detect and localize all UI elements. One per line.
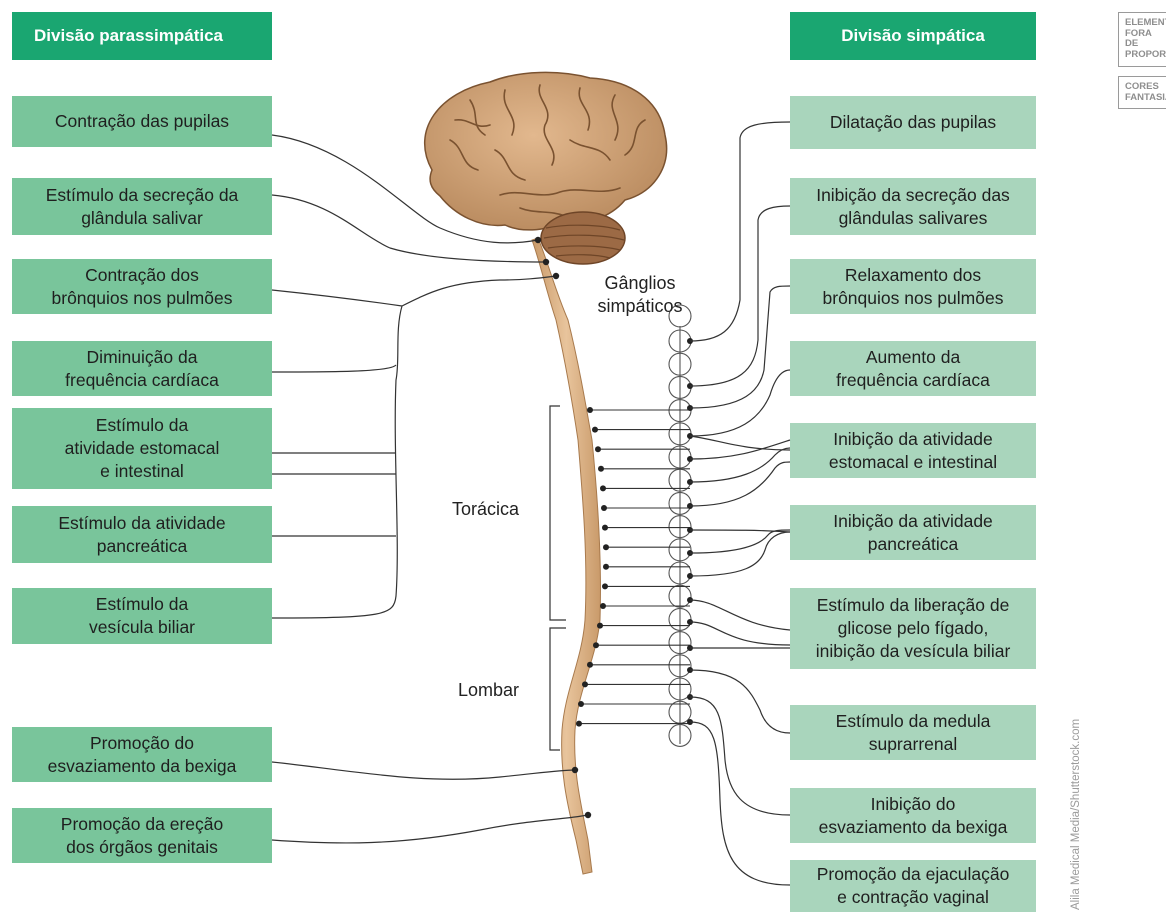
nerve-dot	[601, 505, 607, 511]
thoracic-label: Torácica	[452, 498, 519, 521]
nerve-dot	[603, 564, 609, 570]
ganglia-label-text: Gânglios simpáticos	[590, 272, 690, 317]
nerve-dot	[582, 681, 588, 687]
nerve-dot	[576, 721, 582, 727]
spinal-cord	[532, 238, 601, 874]
nerve-dot	[587, 407, 593, 413]
nerve-dot	[593, 642, 599, 648]
nerve-dot	[600, 603, 606, 609]
nerve-dot	[597, 623, 603, 629]
nerve-dot	[598, 466, 604, 472]
lumbar-label: Lombar	[458, 679, 519, 702]
nerve-dot	[600, 485, 606, 491]
nerve-dot	[592, 427, 598, 433]
nerve-dot	[587, 662, 593, 668]
nerve-dot	[603, 544, 609, 550]
nerve-dot	[602, 583, 608, 589]
nerve-dot	[595, 446, 601, 452]
nerve-dot	[602, 525, 608, 531]
image-credit: Alila Medical Media/Shutterstock.com	[1070, 719, 1082, 910]
nerve-dot	[578, 701, 584, 707]
